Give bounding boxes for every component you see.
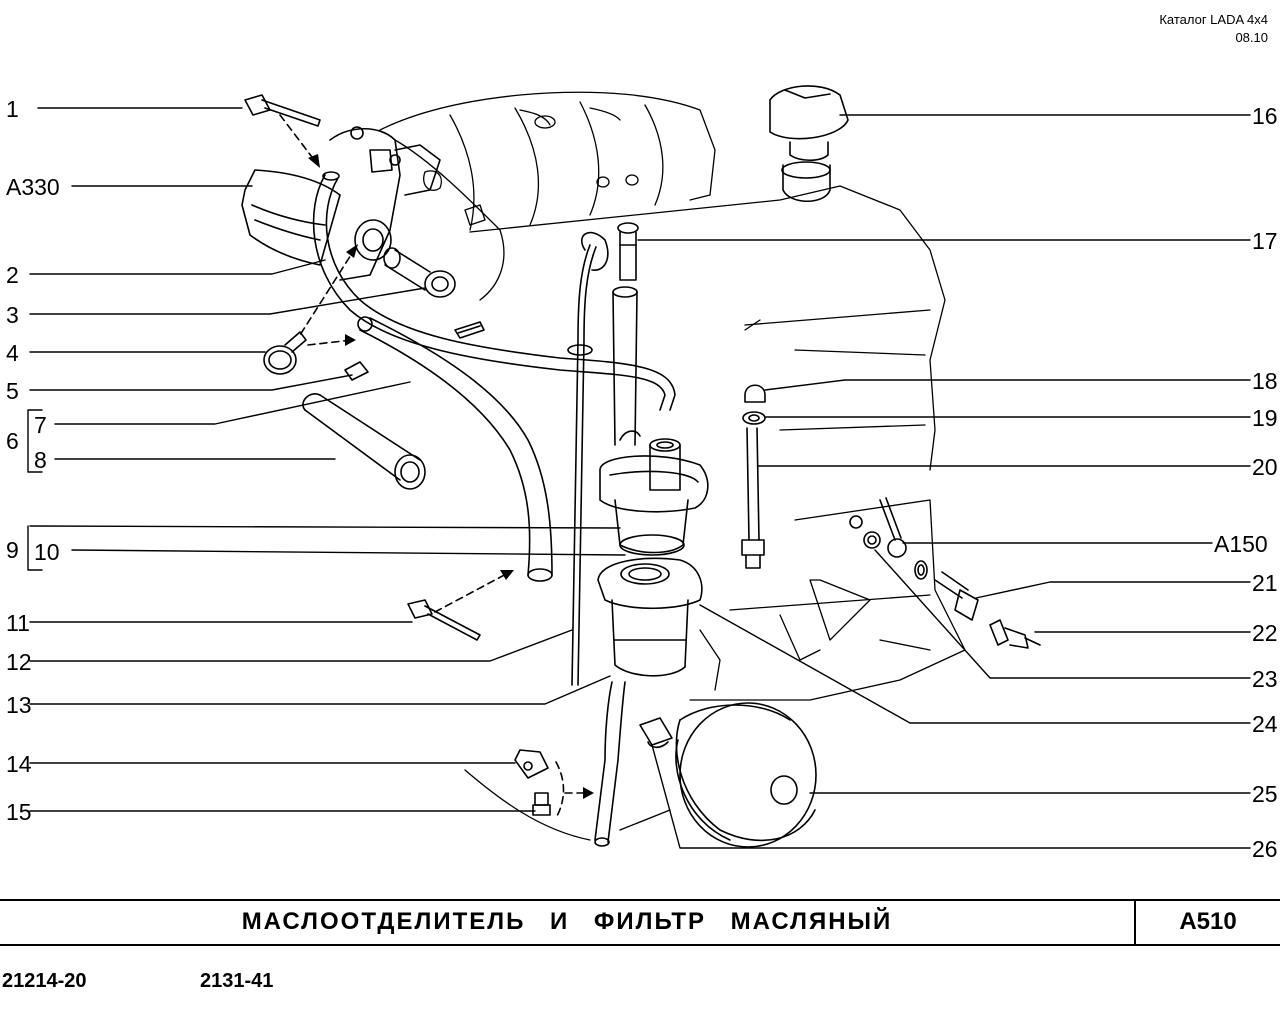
callout-9: 9 — [6, 537, 19, 563]
callout-2: 2 — [6, 262, 19, 288]
part-1-cable-tie — [244, 94, 321, 127]
callout-a150: A150 — [1214, 531, 1268, 557]
part-9-oil-separator — [599, 430, 709, 556]
part-15-bolt — [532, 792, 551, 816]
part-13-drain-housing — [594, 599, 689, 847]
callout-16: 16 — [1252, 103, 1278, 129]
callout-23: 23 — [1252, 666, 1278, 692]
assembly-code: A510 — [1179, 908, 1237, 935]
callout-7: 7 — [34, 412, 47, 438]
callout-19: 19 — [1252, 405, 1278, 431]
part-26-fitting — [639, 717, 673, 749]
part-2-thin-hose — [312, 171, 676, 411]
part-24-seal — [597, 557, 703, 610]
callout-26: 26 — [1252, 836, 1278, 862]
part-5-thick-hose — [357, 316, 553, 582]
part-12-dipstick — [567, 231, 609, 686]
catalog-header: Каталог LADA 4x4 — [1159, 12, 1268, 27]
callout-1: 1 — [6, 96, 19, 122]
callout-6: 6 — [6, 428, 19, 454]
callout-13: 13 — [6, 692, 32, 718]
part-20-stud — [741, 427, 765, 569]
arrow-heads — [308, 154, 594, 799]
callout-21: 21 — [1252, 570, 1278, 596]
footer-rule-bottom — [0, 944, 1280, 946]
part-3-hose-nipple — [383, 247, 456, 298]
callout-10: 10 — [34, 539, 60, 565]
catalog-date: 08.10 — [1235, 30, 1268, 45]
callout-5: 5 — [6, 378, 19, 404]
callout-15: 15 — [6, 799, 32, 825]
assembly-title: МАСЛООТДЕЛИТЕЛЬ И ФИЛЬТР МАСЛЯНЫЙ — [241, 908, 893, 935]
callout-17: 17 — [1252, 228, 1278, 254]
footer-rule-top — [0, 899, 1280, 901]
callout-3: 3 — [6, 302, 19, 328]
part-22-pressure-sensor — [989, 619, 1041, 649]
callout-11: 11 — [6, 610, 30, 636]
part-19-washer — [742, 411, 766, 425]
part-4-hose-clamp — [263, 331, 307, 375]
callout-24: 24 — [1252, 711, 1278, 737]
exploded-parts-diagram: 1 A330 2 3 4 5 7 6 8 9 10 11 12 13 14 15… — [6, 85, 1278, 862]
callout-12: 12 — [6, 649, 32, 675]
part-7-hose-clip — [344, 321, 485, 381]
part-18-nut — [744, 384, 766, 403]
engine-block-outline — [464, 185, 966, 841]
part-21-bolt — [934, 571, 979, 621]
throttle-body — [241, 126, 441, 281]
callout-22: 22 — [1252, 620, 1278, 646]
footer-separator — [1134, 899, 1136, 946]
callout-20: 20 — [1252, 454, 1278, 480]
callout-25: 25 — [1252, 781, 1278, 807]
model-code-secondary: 2131-41 — [200, 970, 274, 992]
model-code-primary: 21214-20 — [2, 970, 87, 992]
callout-18: 18 — [1252, 368, 1278, 394]
part-8-hose-section — [302, 393, 426, 490]
callout-4: 4 — [6, 340, 19, 366]
callout-a330: A330 — [6, 174, 60, 200]
intake-manifold — [379, 91, 716, 301]
leader-lines — [27, 107, 1251, 849]
part-17-vent-cap — [617, 222, 639, 281]
callout-14: 14 — [6, 751, 32, 777]
part-16-filler-cap — [769, 85, 849, 202]
part-a150-sensor-bracket — [849, 497, 907, 558]
callout-labels: 1 A330 2 3 4 5 7 6 8 9 10 11 12 13 14 15… — [6, 96, 1278, 862]
part-25-oil-filter — [675, 702, 817, 848]
part-11-cable-tie — [407, 599, 481, 641]
part-23-washer — [914, 560, 928, 580]
vent-tube — [612, 286, 638, 446]
part-14-bracket — [514, 749, 549, 779]
callout-8: 8 — [34, 447, 47, 473]
